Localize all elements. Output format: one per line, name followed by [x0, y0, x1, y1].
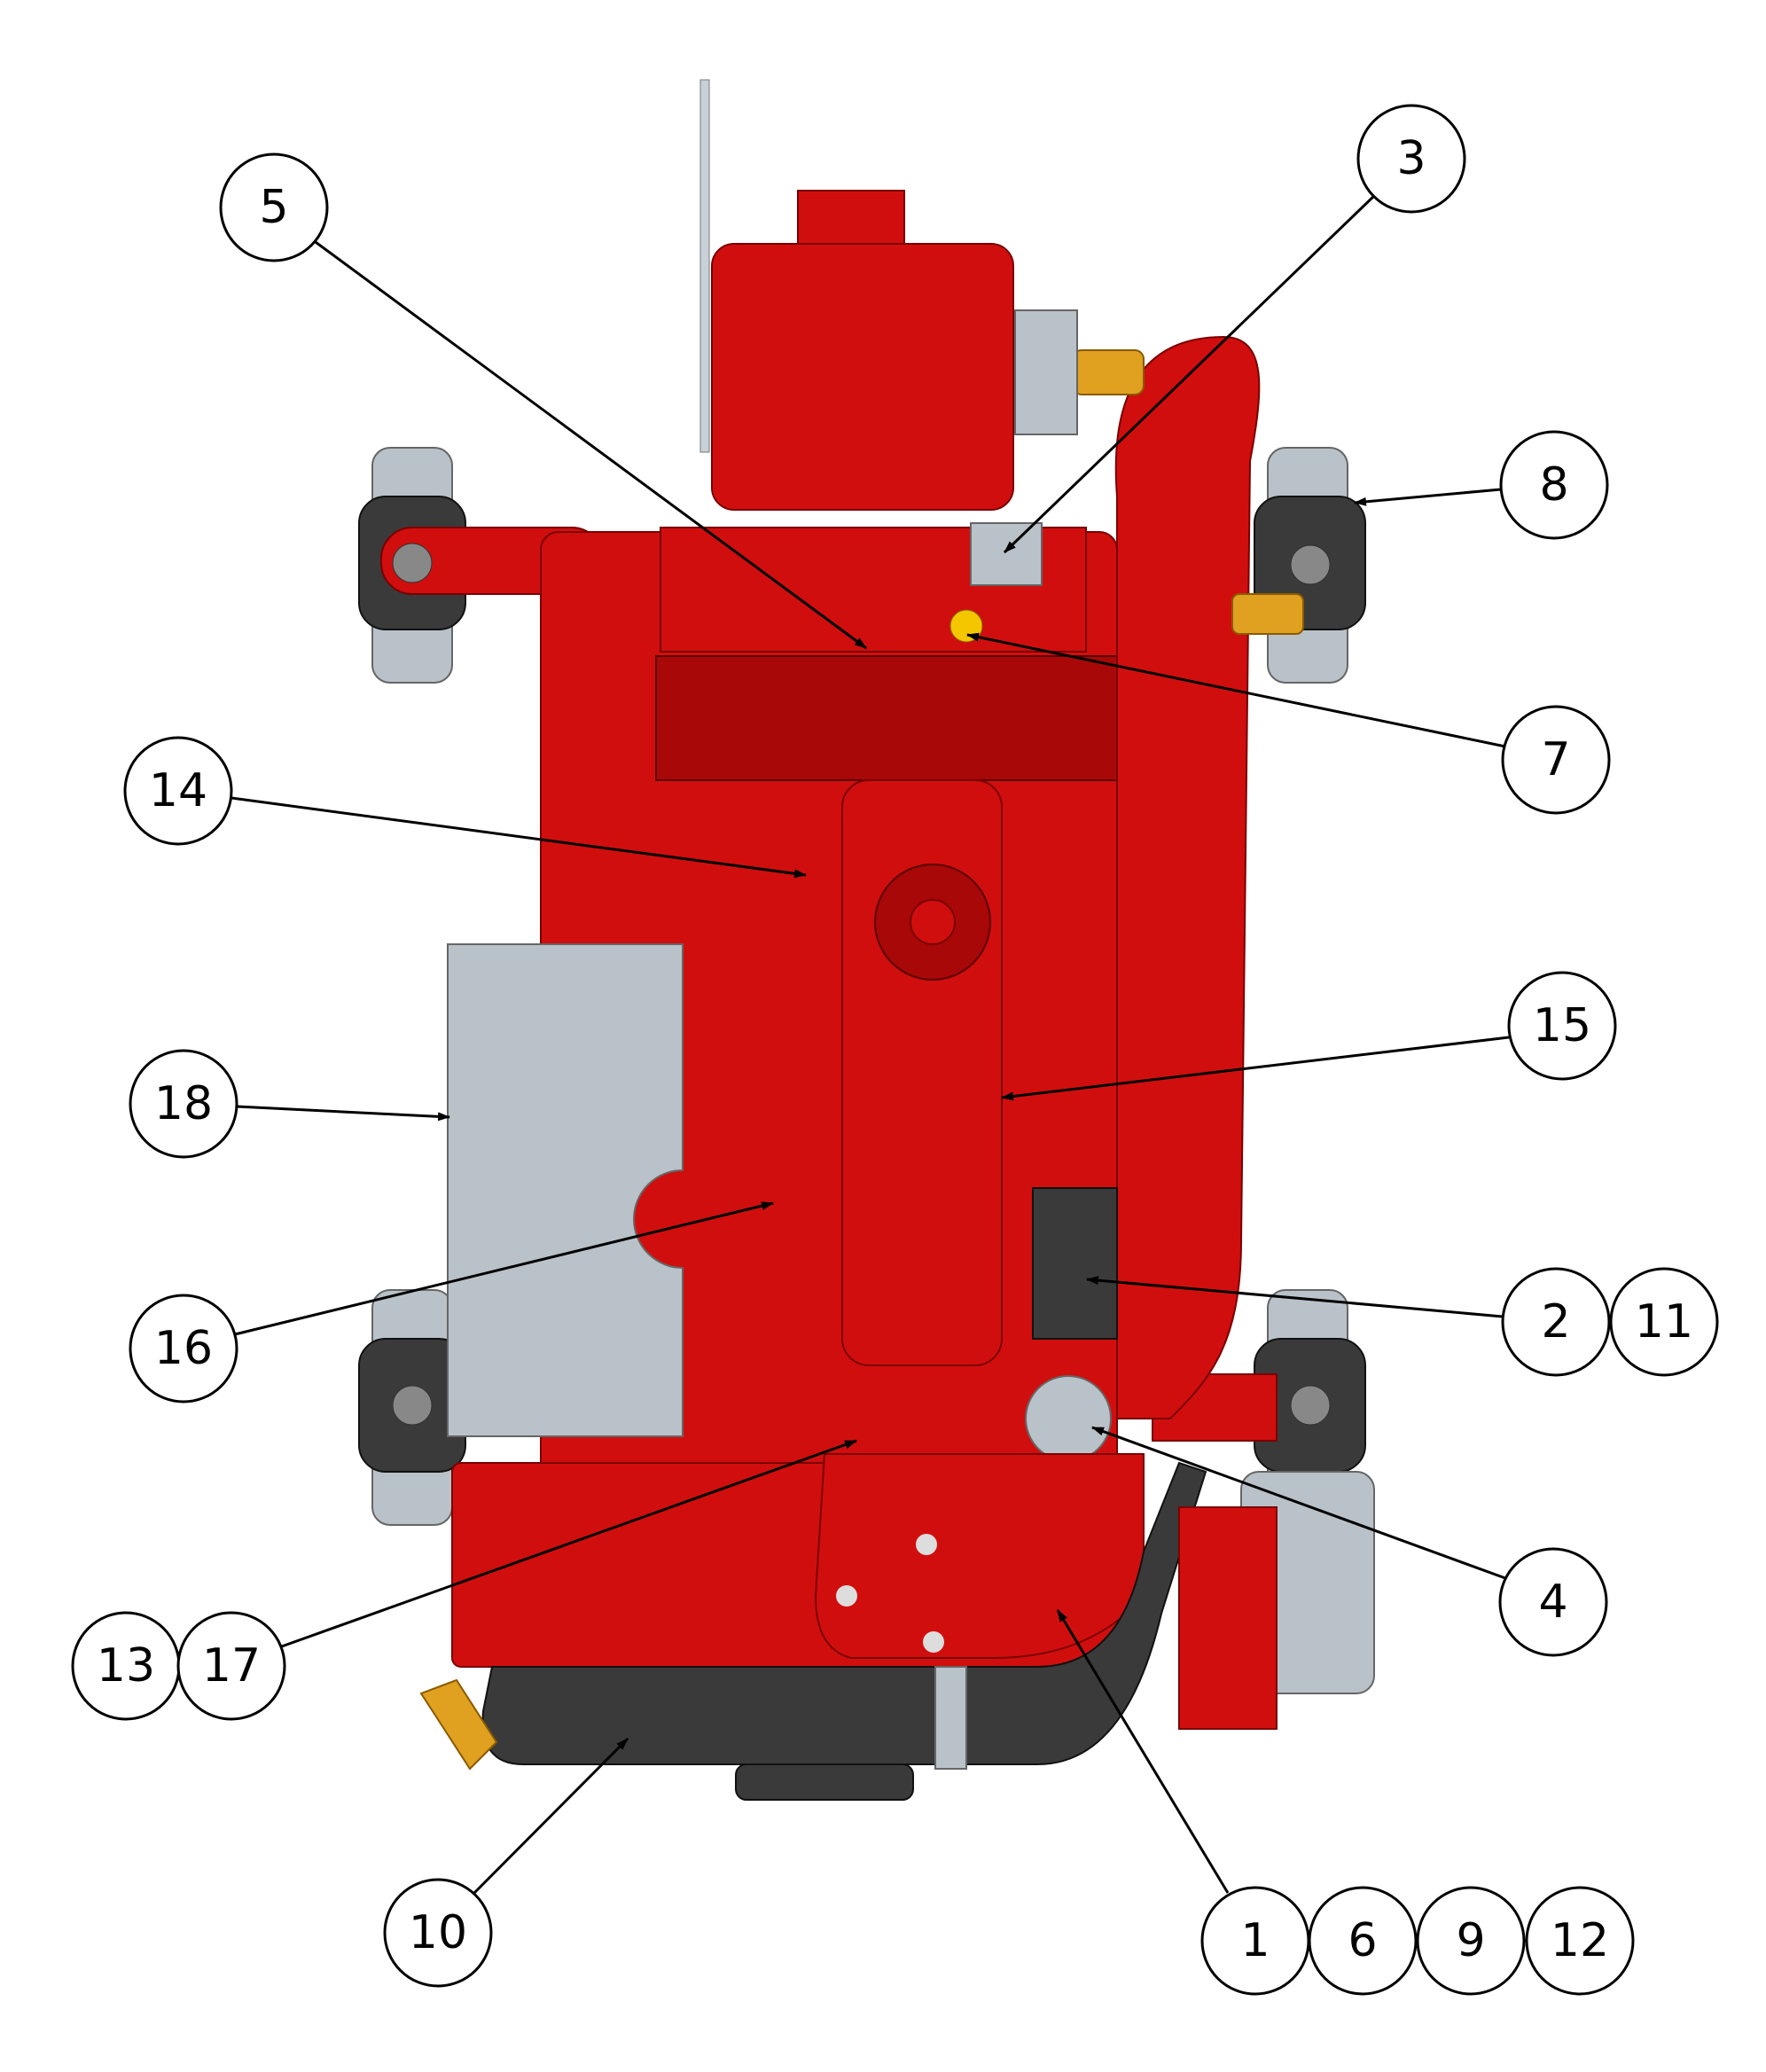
callout-12: 12	[1525, 1886, 1635, 1996]
side-cover	[447, 943, 684, 1437]
callout-8: 8	[1499, 430, 1609, 540]
callout-6: 6	[1308, 1886, 1418, 1996]
svg-text:8: 8	[1539, 458, 1568, 512]
svg-text:10: 10	[409, 1906, 467, 1959]
dipstick	[699, 79, 710, 453]
callout-14: 14	[123, 736, 233, 846]
svg-text:18: 18	[154, 1077, 213, 1130]
engine-mount-top-left	[358, 447, 604, 684]
filter	[970, 522, 1043, 586]
callout-7: 7	[1501, 705, 1611, 815]
svg-text:15: 15	[1533, 999, 1591, 1052]
svg-text:5: 5	[259, 181, 288, 234]
callout-17: 17	[176, 1611, 286, 1721]
hose-2	[1032, 1187, 1118, 1340]
callout-2: 2	[1501, 1267, 1611, 1377]
svg-text:17: 17	[202, 1639, 261, 1693]
svg-text:16: 16	[154, 1322, 213, 1375]
engine-mount-bottom-left	[358, 1289, 466, 1526]
svg-text:9: 9	[1456, 1914, 1485, 1967]
svg-text:4: 4	[1538, 1576, 1567, 1629]
callout-5: 5	[219, 152, 329, 262]
svg-text:6: 6	[1348, 1914, 1377, 1967]
coolant-tank	[711, 243, 1014, 511]
svg-text:3: 3	[1396, 132, 1426, 185]
leader-lines	[231, 192, 1510, 1895]
svg-text:1: 1	[1240, 1914, 1270, 1967]
engine-mount-top-right	[1254, 447, 1366, 684]
svg-text:2: 2	[1541, 1295, 1570, 1349]
callout-1: 1	[1200, 1886, 1310, 1996]
callout-10: 10	[383, 1878, 493, 1988]
callout-11: 11	[1609, 1267, 1719, 1377]
lower-hose	[481, 1461, 1207, 1765]
exhaust-elbow	[1114, 335, 1261, 1419]
callout-3: 3	[1356, 104, 1466, 214]
pressure-cap	[1025, 1375, 1112, 1462]
callout-13: 13	[71, 1611, 181, 1721]
callout-15: 15	[1507, 971, 1617, 1081]
callout-9: 9	[1416, 1886, 1526, 1996]
callout-18: 18	[129, 1049, 238, 1159]
callout-4: 4	[1498, 1547, 1608, 1657]
svg-text:13: 13	[97, 1639, 155, 1693]
engine-illustration	[358, 79, 1375, 1801]
svg-text:7: 7	[1541, 733, 1570, 786]
callout-16: 16	[129, 1294, 238, 1403]
svg-text:14: 14	[149, 764, 207, 817]
svg-text:12: 12	[1551, 1914, 1609, 1967]
svg-text:11: 11	[1635, 1295, 1693, 1349]
